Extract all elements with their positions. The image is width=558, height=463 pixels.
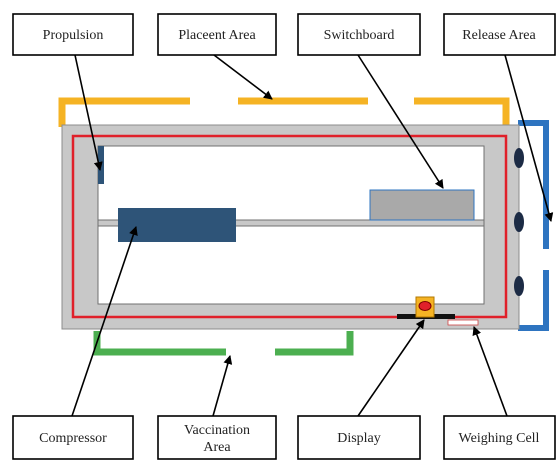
label-box-vaccination-area: Vaccination Area: [157, 415, 277, 460]
label-display: Display: [337, 431, 381, 446]
arrow-propulsion: [74, 54, 103, 171]
compressor-unit: [118, 208, 236, 242]
label-box-compressor: Compressor: [12, 415, 134, 460]
rollers: [514, 148, 524, 296]
label-box-placement-area: Placeent Area: [157, 13, 277, 56]
label-compressor: Compressor: [39, 431, 107, 446]
label-release-area: Release Area: [462, 28, 536, 43]
arrow-switchboard: [357, 54, 444, 189]
label-vaccination-line2: Area: [203, 440, 231, 455]
label-weighing-cell: Weighing Cell: [459, 431, 540, 446]
placement-area-boundary: [58, 97, 510, 127]
arrow-display: [357, 319, 425, 417]
arrow-weighing-cell: [472, 326, 508, 417]
label-switchboard: Switchboard: [324, 28, 395, 43]
arrow-compressor: [71, 226, 138, 417]
weighing-cell-plate: [447, 319, 479, 326]
label-propulsion: Propulsion: [43, 28, 104, 43]
display-indicator: [418, 301, 432, 311]
label-vaccination-line1: Vaccination: [184, 423, 250, 438]
label-box-propulsion: Propulsion: [12, 13, 134, 56]
label-box-weighing-cell: Weighing Cell: [443, 415, 556, 460]
label-placement-area: Placeent Area: [178, 28, 256, 43]
shelf: [97, 219, 485, 227]
vaccination-area-boundary: [93, 331, 354, 356]
release-area-boundary: [518, 120, 549, 331]
label-box-release-area: Release Area: [443, 13, 556, 56]
label-box-display: Display: [297, 415, 421, 460]
arrow-release-area: [504, 54, 554, 222]
arrow-vaccination-area: [212, 355, 233, 417]
arrow-placement-area: [213, 54, 273, 100]
switchboard-unit: [369, 189, 475, 221]
heating-wire: [71, 134, 508, 319]
label-box-switchboard: Switchboard: [297, 13, 421, 56]
